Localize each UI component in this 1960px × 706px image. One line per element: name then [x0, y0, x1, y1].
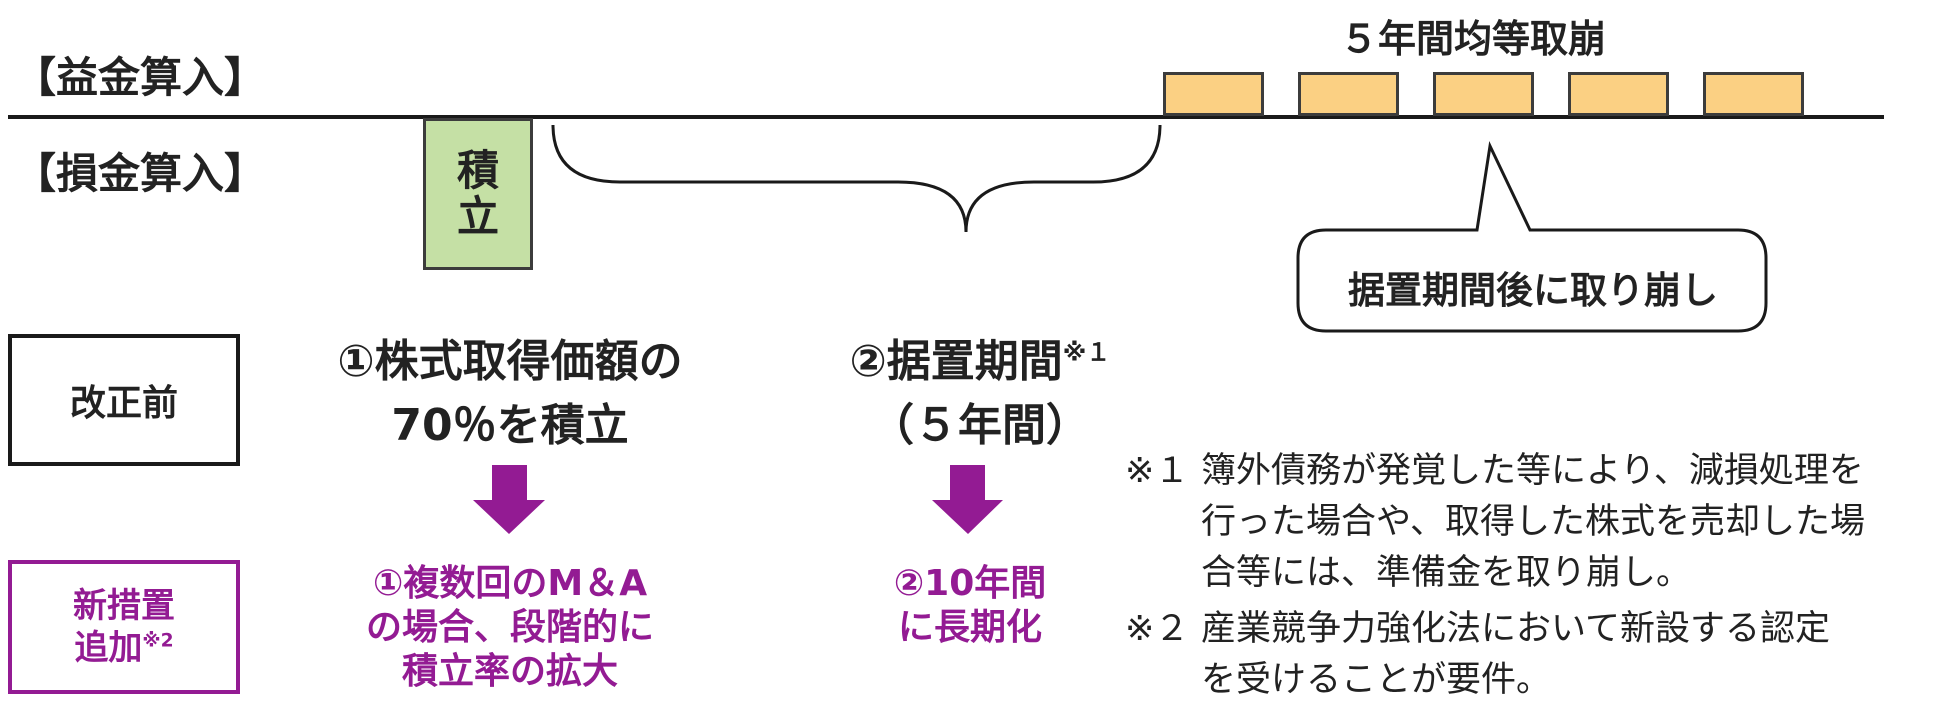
new-measure-label-line-2: 追加※2 [74, 628, 174, 668]
new-measure-label-line-1: 新措置 [73, 585, 175, 626]
reserve-box: 積 立 [423, 118, 533, 270]
note-1-mark: ※１ [1125, 451, 1190, 491]
note-ref-1: ※１ [1062, 338, 1111, 367]
before-revision-label: 改正前 [69, 383, 178, 424]
deferral-brace [551, 124, 1162, 233]
amortization-block-2 [1298, 72, 1399, 116]
income-row-label: 【益金算入】 [14, 53, 267, 102]
new-measure-label-box: 新措置 追加※2 [8, 560, 240, 694]
note-1-line-2: 行った場合や、取得した株式を売却した場 [1201, 501, 1865, 542]
amortization-block-3 [1433, 72, 1534, 116]
before-item-1: ①株式取得価額の 70％を積立 [300, 330, 720, 458]
note-2-line-2: を受けることが要件。 [1201, 659, 1552, 700]
note-1-line-3: 合等には、準備金を取り崩し。 [1201, 552, 1692, 593]
before-item-2: ②据置期間※１ （５年間） [790, 330, 1170, 458]
amortization-block-1 [1163, 72, 1264, 116]
down-arrow-2 [932, 465, 1003, 534]
note-2-line-1: 産業競争力強化法において新設する認定 [1201, 609, 1830, 649]
down-arrow-1 [473, 465, 545, 534]
before-item-2-line-2: （５年間） [870, 399, 1090, 451]
note-1: ※１ 簿外債務が発覚した等により、減損処理を 行った場合や、取得した株式を売却した… [1125, 446, 1865, 598]
before-item-1-line-2: 70％を積立 [391, 399, 629, 451]
callout-text: 据置期間後に取り崩し [1348, 269, 1718, 312]
deduction-row-label: 【損金算入】 [14, 149, 267, 198]
note-ref-2: ※2 [142, 630, 174, 652]
new-item-1: ①複数回のM＆A の場合、段階的に 積立率の拡大 [300, 562, 720, 694]
new-item-1-line-1: ①複数回のM＆A [372, 563, 648, 604]
reserve-box-char-2: 立 [456, 192, 499, 241]
new-item-2: ②10年間 に長期化 [830, 562, 1110, 650]
before-item-2-line-1: ②据置期間※１ [849, 336, 1111, 387]
note-2: ※２ 産業競争力強化法において新設する認定 を受けることが要件。 [1125, 604, 1830, 706]
reserve-box-char-1: 積 [456, 145, 499, 195]
new-item-1-line-3: 積立率の拡大 [401, 650, 618, 692]
note-1-line-1: 簿外債務が発覚した等により、減損処理を [1201, 451, 1864, 491]
amortization-caption: ５年間均等取崩 [1340, 17, 1607, 61]
before-item-1-line-1: ①株式取得価額の [337, 336, 683, 387]
new-item-2-line-2: に長期化 [897, 606, 1042, 648]
new-item-1-line-2: の場合、段階的に [365, 606, 654, 648]
amortization-block-5 [1703, 72, 1804, 116]
timeline-axis [8, 115, 1884, 119]
amortization-block-4 [1568, 72, 1669, 116]
callout-bubble [1296, 140, 1768, 333]
before-revision-label-box: 改正前 [8, 334, 240, 466]
note-2-mark: ※２ [1125, 609, 1190, 649]
new-item-2-line-1: ②10年間 [893, 563, 1047, 604]
